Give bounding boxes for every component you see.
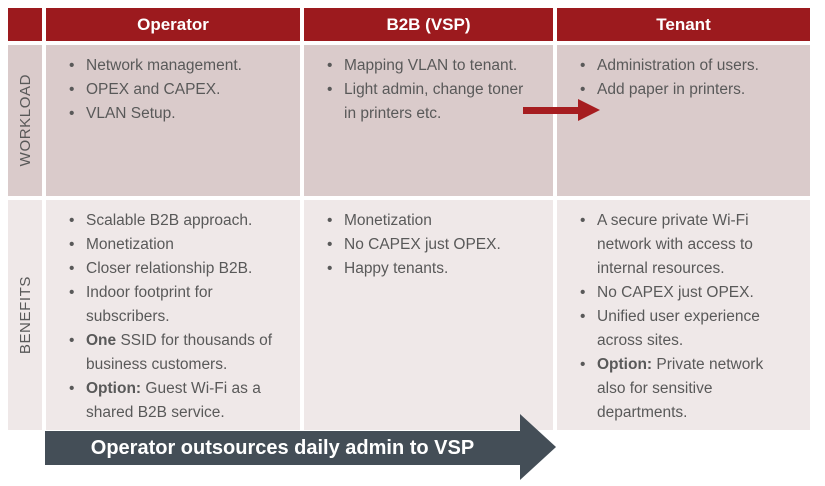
bullet-item: • OPEX and CAPEX. (58, 78, 278, 102)
bullet-icon: • (69, 332, 75, 349)
benefits-label: BENEFITS (16, 275, 34, 355)
bullet-item: • Option: Private network also for sensit… (569, 353, 788, 425)
bullet-icon: • (327, 236, 333, 253)
bullet-item: • Monetization (58, 233, 278, 257)
bullet-text: No CAPEX just OPEX. (597, 284, 754, 301)
bullet-text: Closer relationship B2B. (86, 260, 253, 277)
bullet-icon: • (580, 308, 586, 325)
bullet-item: • One SSID for thousands of business cust… (58, 329, 278, 377)
bullet-item: • Monetization (316, 209, 531, 233)
bullet-item: • A secure private Wi-Fi network with acc… (569, 209, 788, 281)
bullet-item: • Unified user experience across sites. (569, 305, 788, 353)
bullet-icon: • (69, 380, 75, 397)
bullet-icon: • (69, 57, 75, 74)
bullet-text: Indoor footprint for subscribers. (86, 284, 213, 325)
bullet-text: Happy tenants. (344, 260, 449, 277)
row-label-workload: WORKLOAD (8, 45, 42, 196)
bullet-text: Monetization (86, 236, 174, 253)
header-corner-cell (8, 8, 42, 41)
bullet-text: No CAPEX just OPEX. (344, 236, 501, 253)
bullet-text: Option: Private network also for sensiti… (597, 356, 764, 421)
bullet-icon: • (69, 260, 75, 277)
bullet-text: OPEX and CAPEX. (86, 81, 221, 98)
bullet-icon: • (580, 212, 586, 229)
bullet-icon: • (69, 284, 75, 301)
cell-benefits-b2b: • Monetization • No CAPEX just OPEX. • Happy … (304, 200, 553, 430)
bullet-text: Light admin, change toner in printers et… (344, 81, 524, 122)
workload-label: WORKLOAD (16, 74, 34, 167)
bullet-icon: • (327, 212, 333, 229)
bullet-text: Administration of users. (597, 57, 759, 74)
bullet-item: • Mapping VLAN to tenant. (316, 54, 531, 78)
bullet-icon: • (69, 81, 75, 98)
bullet-text: Unified user experience across sites. (597, 308, 760, 349)
bullet-icon: • (580, 356, 586, 373)
bullet-item: • Scalable B2B approach. (58, 209, 278, 233)
bullet-text: Monetization (344, 212, 432, 229)
bullet-item: • Happy tenants. (316, 257, 531, 281)
row-label-benefits: BENEFITS (8, 200, 42, 430)
bullet-icon: • (69, 236, 75, 253)
bullet-text: Network management. (86, 57, 242, 74)
bullet-icon: • (327, 260, 333, 277)
bullet-icon: • (327, 57, 333, 74)
header-operator: Operator (46, 8, 300, 41)
bullet-item: • Administration of users. (569, 54, 788, 78)
bullet-icon: • (580, 284, 586, 301)
bullet-text: VLAN Setup. (86, 105, 176, 122)
bullet-item: • Light admin, change toner in printers e… (316, 78, 531, 126)
cell-benefits-tenant: • A secure private Wi-Fi network with acc… (557, 200, 810, 430)
bullet-icon: • (580, 81, 586, 98)
bullet-icon: • (327, 81, 333, 98)
bullet-icon: • (580, 57, 586, 74)
bullet-item: • Network management. (58, 54, 278, 78)
bullet-icon: • (69, 105, 75, 122)
bullet-item: • Option: Guest Wi-Fi as a shared B2B ser… (58, 377, 278, 425)
outsource-banner-text: Operator outsources daily admin to VSP (90, 436, 475, 459)
bullet-text: A secure private Wi-Fi network with acce… (597, 212, 753, 277)
handover-arrow-head (578, 99, 600, 121)
outsource-banner: Operator outsources daily admin to VSP (45, 431, 520, 465)
bullet-text: Mapping VLAN to tenant. (344, 57, 518, 74)
bullet-item: • No CAPEX just OPEX. (316, 233, 531, 257)
cell-workload-operator: • Network management. • OPEX and CAPEX. • VLA… (46, 45, 300, 196)
bullet-text: Scalable B2B approach. (86, 212, 253, 229)
bullet-icon: • (69, 212, 75, 229)
comparison-table: Operator B2B (VSP) Tenant WORKLOAD • Netw… (8, 8, 810, 430)
bullet-text: One SSID for thousands of business custo… (86, 332, 273, 373)
bullet-item: • Add paper in printers. (569, 78, 788, 102)
outsource-banner-arrowhead-icon (520, 414, 556, 480)
bullet-item: • No CAPEX just OPEX. (569, 281, 788, 305)
bullet-text: Add paper in printers. (597, 81, 746, 98)
bullet-item: • Indoor footprint for subscribers. (58, 281, 278, 329)
header-tenant: Tenant (557, 8, 810, 41)
bullet-text: Option: Guest Wi-Fi as a shared B2B serv… (86, 380, 261, 421)
handover-arrow-shaft (523, 107, 580, 114)
handover-arrow-icon (523, 99, 600, 121)
cell-benefits-operator: • Scalable B2B approach. • Monetization • Clo… (46, 200, 300, 430)
cell-workload-b2b: • Mapping VLAN to tenant. • Light admin, ch… (304, 45, 553, 196)
header-b2b-vsp: B2B (VSP) (304, 8, 553, 41)
bullet-item: • Closer relationship B2B. (58, 257, 278, 281)
bullet-item: • VLAN Setup. (58, 102, 278, 126)
